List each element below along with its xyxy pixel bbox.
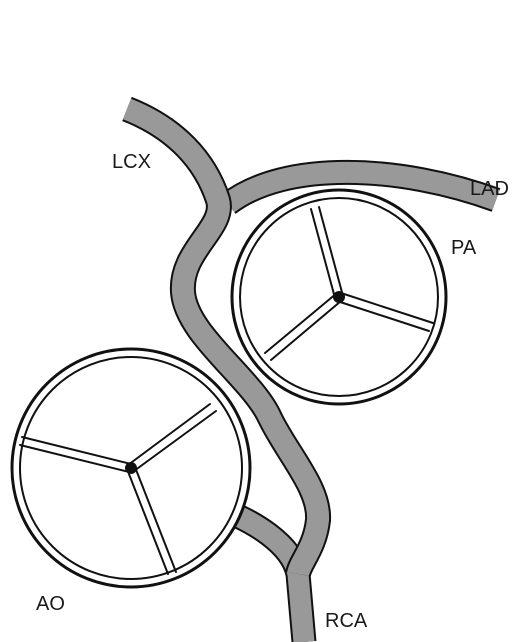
pa-label: PA <box>451 238 476 258</box>
pulmonary-valve <box>232 190 446 404</box>
aortic-valve <box>12 349 250 587</box>
lad-label: LAD <box>470 179 509 199</box>
rca-label: RCA <box>325 611 367 631</box>
ao-label: AO <box>36 594 65 614</box>
lcx-label: LCX <box>112 152 151 172</box>
